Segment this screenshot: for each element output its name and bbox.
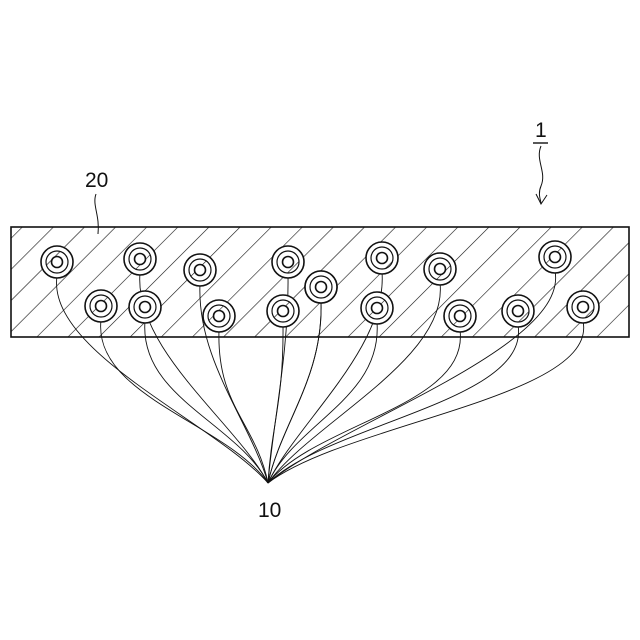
fiber-6 [424,253,456,285]
assembly-arrow [539,146,542,203]
label-matrix: 20 [85,169,108,192]
assembly-arrowhead [536,194,547,204]
fiber-12 [267,295,299,327]
fiber-9 [129,291,161,323]
fiber-16 [567,291,599,323]
fiber-5 [366,242,398,274]
fiber-4 [272,246,304,278]
label-fibers: 10 [258,499,281,522]
fiber-17 [305,271,337,303]
fiber-3 [184,254,216,286]
fiber-11 [203,300,235,332]
fiber-13 [361,292,393,324]
label-assembly: 1 [535,119,547,142]
fiber-1 [41,246,73,278]
fiber-7 [539,241,571,273]
fiber-leader-12 [268,325,283,483]
fiber-leader-15 [268,325,519,483]
fiber-leader-8 [101,320,268,483]
fiber-2 [124,243,156,275]
fiber-15 [502,295,534,327]
fiber-14 [444,300,476,332]
fiber-8 [85,290,117,322]
fiber-leader-9 [145,321,268,483]
fiber-leader-16 [268,321,584,483]
